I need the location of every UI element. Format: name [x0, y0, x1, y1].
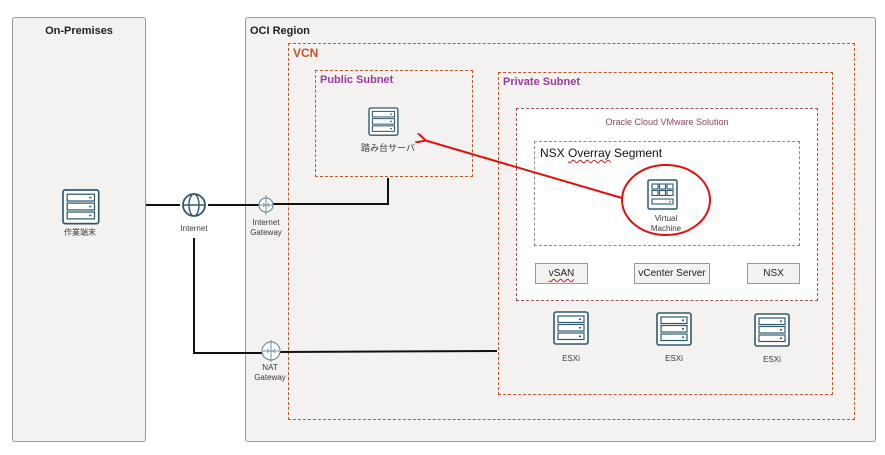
nsx-box: NSX [747, 263, 800, 284]
vm-label-line1: Virtual [654, 214, 678, 223]
line-nat-private [278, 350, 498, 353]
vsan-box: vSAN [535, 263, 588, 284]
annotation-arrow [424, 140, 623, 199]
bastion-server-icon [368, 107, 399, 136]
esxi-label-3: ESXi [763, 355, 781, 364]
igw-label-line1: Internet [252, 218, 280, 227]
public-subnet: Public Subnet [315, 70, 473, 177]
nsx-label: NSX [763, 268, 784, 279]
internet-label: Internet [180, 224, 208, 233]
vm-label-line2: Machine [650, 224, 682, 233]
virtual-machine-icon [647, 179, 678, 210]
esxi-label-1: ESXi [562, 354, 580, 363]
nat-label-line2: Gateway [254, 373, 286, 382]
vcn-title: VCN [293, 46, 319, 60]
line-internet-nat [193, 238, 262, 354]
line-igw-bastion [273, 178, 389, 205]
bastion-label: 踏み台サーバ [361, 143, 415, 153]
private-subnet-title: Private Subnet [503, 76, 581, 88]
terminal-server-icon [62, 189, 100, 225]
internet-gateway-label: Internet Gateway [240, 218, 292, 238]
vcn-boundary: VCN [288, 43, 855, 420]
vcenter-box: vCenter Server [634, 263, 710, 284]
ocvs-title: Oracle Cloud VMware Solution [605, 117, 729, 127]
private-subnet: Private Subnet [498, 72, 833, 395]
vm-highlight-circle [621, 164, 711, 236]
igw-label-line2: Gateway [250, 228, 282, 237]
vm-label: Virtual Machine [636, 214, 696, 234]
public-subnet-title: Public Subnet [320, 74, 394, 86]
oci-region-title: OCI Region [250, 25, 310, 37]
nsx-title-suffix: Segment [610, 146, 663, 160]
terminal-label: 作業端末 [64, 228, 96, 237]
esxi-server-icon-1 [553, 311, 589, 345]
nat-label-line1: NAT [262, 363, 278, 372]
nsx-title-misspelled: Overray [568, 146, 611, 160]
globe-icon [182, 193, 206, 217]
on-premises-title: On-Premises [45, 25, 113, 37]
nat-gateway-label: NAT Gateway [244, 363, 296, 383]
vcenter-label: vCenter Server [638, 268, 706, 279]
esxi-label-2: ESXi [665, 354, 683, 363]
esxi-server-icon-3 [754, 313, 790, 347]
on-premises-region: On-Premises [12, 17, 146, 442]
nat-gateway-icon [261, 340, 281, 362]
vsan-label: vSAN [548, 268, 575, 279]
nsx-title-prefix: NSX [540, 146, 569, 160]
internet-gateway-icon [258, 195, 274, 215]
nsx-segment-title: NSX Overray Segment [540, 146, 662, 160]
esxi-server-icon-2 [656, 312, 692, 346]
